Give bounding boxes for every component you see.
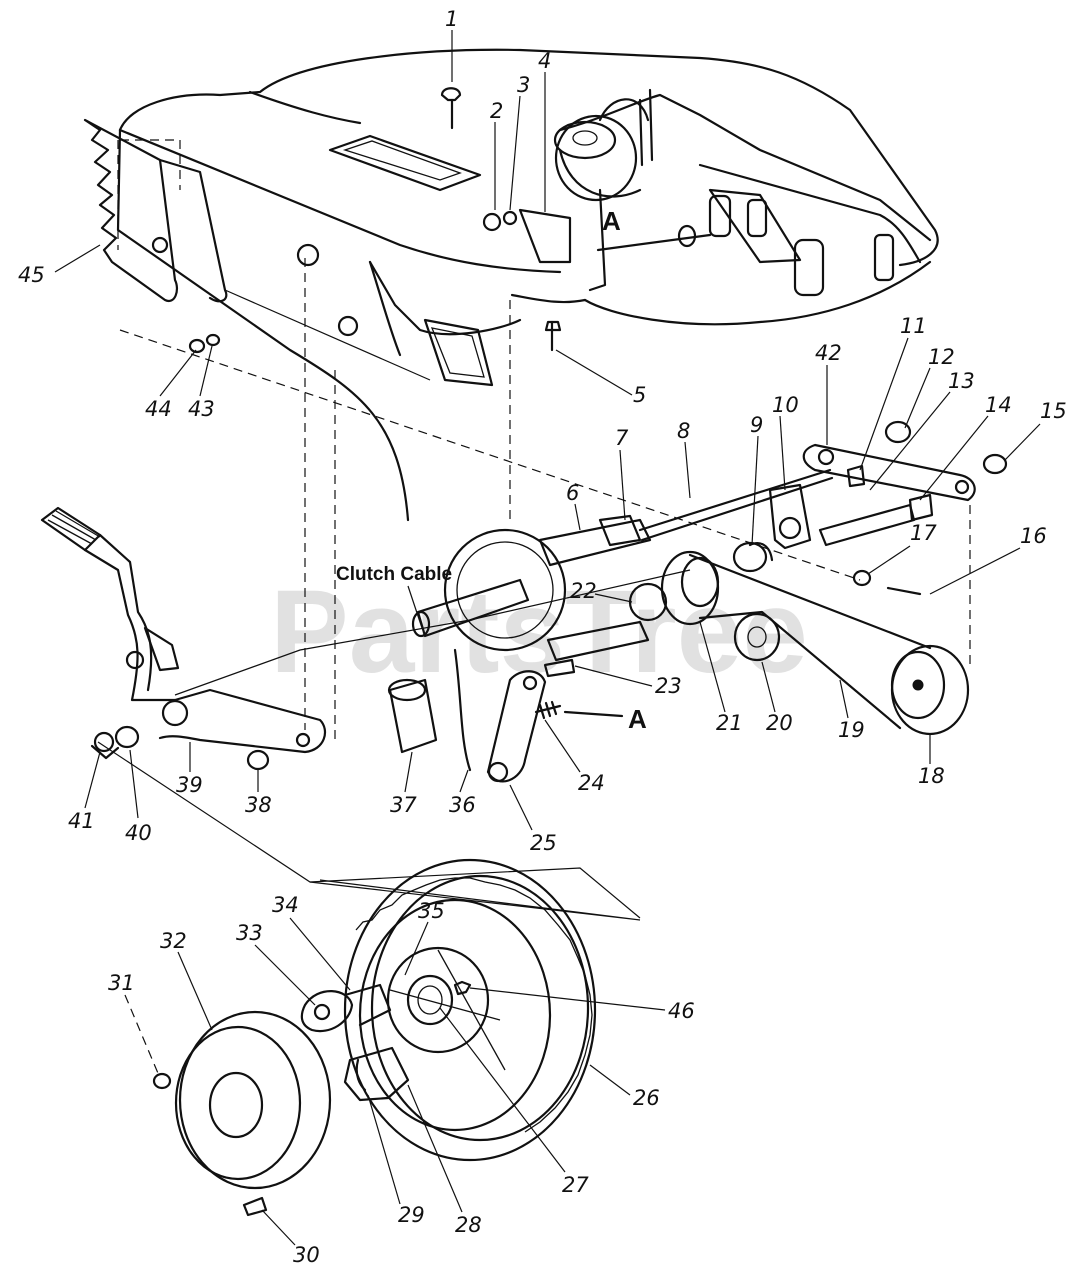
callout-45: 45: [18, 263, 45, 287]
callout-40: 40: [125, 821, 152, 845]
callout-46: 46: [668, 999, 695, 1023]
callout-23: 23: [655, 674, 682, 698]
callout-labels: 1 2 3 4 5 6 7 8 9 10 11 12 13 14 15 16 1…: [18, 7, 1067, 1267]
callout-12: 12: [928, 345, 955, 369]
callout-21: 21: [716, 711, 743, 735]
hub-cover: [152, 983, 410, 1217]
reference-lines: [97, 258, 861, 921]
callout-5: 5: [633, 383, 646, 407]
callout-27: 27: [562, 1173, 589, 1197]
callout-15: 15: [1040, 399, 1067, 423]
wheel-assembly: [343, 858, 597, 1162]
callout-39: 39: [176, 773, 203, 797]
callout-18: 18: [918, 764, 945, 788]
callout-24: 24: [578, 771, 605, 795]
callout-11: 11: [900, 314, 927, 338]
callout-22: 22: [570, 579, 597, 603]
callout-44: 44: [145, 397, 172, 421]
callout-20: 20: [766, 711, 793, 735]
reference-mark-a-top: A: [602, 206, 621, 236]
clutch-arm: [387, 648, 576, 783]
height-adjust-bracket: [83, 118, 181, 303]
callout-33: 33: [236, 921, 263, 945]
callout-43: 43: [188, 397, 215, 421]
callout-32: 32: [160, 929, 187, 953]
callout-28: 28: [455, 1213, 482, 1237]
mower-housing: [116, 48, 939, 522]
belt-drive: [660, 541, 970, 736]
callout-16: 16: [1020, 524, 1047, 548]
watermark: PartsTree: [270, 566, 808, 698]
idler-bracket: [768, 420, 1008, 665]
callout-31: 31: [108, 971, 135, 995]
hardware-top: [188, 87, 712, 354]
callout-35: 35: [418, 899, 445, 923]
callout-4: 4: [538, 49, 551, 73]
callout-25: 25: [530, 831, 557, 855]
callout-42: 42: [815, 341, 842, 365]
callout-1: 1: [445, 7, 458, 31]
callout-7: 7: [615, 426, 629, 450]
callout-19: 19: [838, 718, 865, 742]
callout-29: 29: [398, 1203, 425, 1227]
callout-41: 41: [68, 809, 95, 833]
callout-26: 26: [633, 1086, 660, 1110]
clutch-handle: [40, 506, 327, 771]
callout-10: 10: [772, 393, 799, 417]
callout-14: 14: [985, 393, 1012, 417]
callout-36: 36: [449, 793, 476, 817]
callout-17: 17: [910, 521, 937, 545]
reference-mark-a-bottom: A: [628, 704, 647, 734]
callout-9: 9: [750, 413, 763, 437]
callout-8: 8: [677, 419, 690, 443]
callout-3: 3: [517, 73, 530, 97]
clutch-cable-leader: [407, 585, 423, 629]
callout-13: 13: [948, 369, 975, 393]
callout-6: 6: [566, 481, 579, 505]
callout-2: 2: [490, 99, 503, 123]
callout-34: 34: [272, 893, 299, 917]
callout-38: 38: [245, 793, 272, 817]
reference-arrow-a: [563, 710, 624, 718]
callout-30: 30: [293, 1243, 320, 1267]
callout-37: 37: [390, 793, 417, 817]
engine-pulley: [553, 114, 642, 202]
clutch-cable-label: Clutch Cable: [336, 564, 452, 585]
